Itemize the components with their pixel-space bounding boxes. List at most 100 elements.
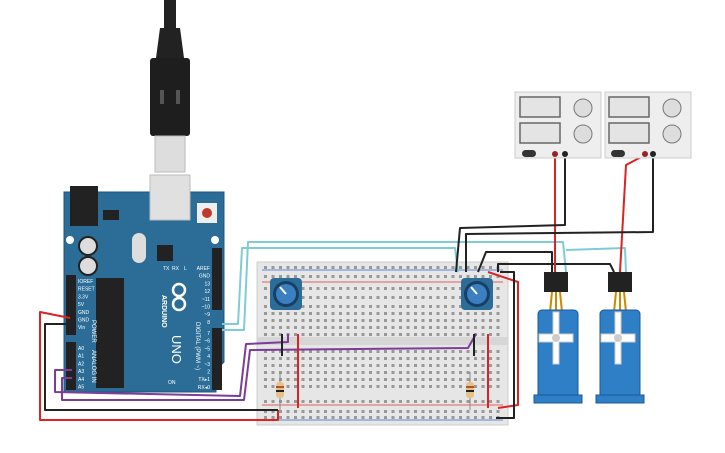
breadboard-hole[interactable]	[324, 364, 327, 367]
breadboard-hole[interactable]	[376, 371, 380, 374]
breadboard-hole[interactable]	[436, 410, 440, 413]
breadboard-hole[interactable]	[391, 400, 395, 403]
breadboard-hole[interactable]	[384, 287, 387, 290]
breadboard-hole[interactable]	[354, 371, 357, 374]
breadboard-hole[interactable]	[271, 410, 275, 413]
breadboard-hole[interactable]	[346, 364, 350, 367]
breadboard-hole[interactable]	[451, 296, 455, 299]
breadboard-hole[interactable]	[414, 378, 417, 381]
breadboard-hole[interactable]	[324, 296, 327, 299]
breadboard-hole[interactable]	[346, 410, 350, 413]
breadboard-hole[interactable]	[271, 275, 275, 278]
breadboard-hole[interactable]	[391, 385, 395, 388]
breadboard-hole[interactable]	[324, 371, 327, 374]
breadboard-hole[interactable]	[466, 319, 470, 322]
breadboard-hole[interactable]	[406, 287, 410, 290]
breadboard-hole[interactable]	[264, 357, 267, 360]
breadboard-hole[interactable]	[316, 364, 320, 367]
breadboard-hole[interactable]	[391, 410, 395, 413]
breadboard-hole[interactable]	[316, 410, 320, 413]
breadboard-hole[interactable]	[406, 326, 410, 329]
breadboard-hole[interactable]	[429, 296, 432, 299]
breadboard-hole[interactable]	[436, 287, 440, 290]
breadboard-hole[interactable]	[361, 312, 365, 315]
breadboard-hole[interactable]	[391, 416, 395, 419]
breadboard-hole[interactable]	[384, 350, 387, 353]
breadboard-hole[interactable]	[286, 266, 290, 269]
breadboard-hole[interactable]	[264, 378, 267, 381]
breadboard-hole[interactable]	[354, 333, 357, 336]
breadboard-hole[interactable]	[339, 312, 342, 315]
breadboard-hole[interactable]	[489, 385, 492, 388]
breadboard-hole[interactable]	[331, 326, 335, 329]
breadboard-hole[interactable]	[361, 333, 365, 336]
breadboard-hole[interactable]	[271, 357, 275, 360]
breadboard-hole[interactable]	[414, 326, 417, 329]
breadboard-hole[interactable]	[474, 350, 477, 353]
breadboard-hole[interactable]	[444, 319, 447, 322]
breadboard-hole[interactable]	[391, 333, 395, 336]
breadboard-hole[interactable]	[391, 326, 395, 329]
power-supply-1[interactable]	[514, 91, 602, 159]
breadboard-hole[interactable]	[406, 266, 410, 269]
breadboard-hole[interactable]	[279, 410, 282, 413]
breadboard-hole[interactable]	[451, 378, 455, 381]
breadboard-hole[interactable]	[354, 416, 357, 419]
breadboard-hole[interactable]	[369, 385, 372, 388]
breadboard-hole[interactable]	[339, 333, 342, 336]
breadboard-hole[interactable]	[354, 296, 357, 299]
breadboard-hole[interactable]	[361, 364, 365, 367]
breadboard-hole[interactable]	[451, 287, 455, 290]
breadboard-hole[interactable]	[309, 312, 312, 315]
breadboard-hole[interactable]	[354, 312, 357, 315]
breadboard-hole[interactable]	[384, 371, 387, 374]
breadboard-hole[interactable]	[496, 371, 500, 374]
breadboard-hole[interactable]	[496, 364, 500, 367]
breadboard-hole[interactable]	[331, 357, 335, 360]
breadboard-hole[interactable]	[301, 364, 305, 367]
breadboard-hole[interactable]	[286, 326, 290, 329]
breadboard-hole[interactable]	[331, 378, 335, 381]
breadboard-hole[interactable]	[474, 319, 477, 322]
breadboard-hole[interactable]	[496, 410, 500, 413]
breadboard-hole[interactable]	[481, 333, 485, 336]
breadboard-hole[interactable]	[436, 400, 440, 403]
breadboard-hole[interactable]	[339, 296, 342, 299]
breadboard-hole[interactable]	[331, 371, 335, 374]
breadboard-hole[interactable]	[444, 364, 447, 367]
breadboard-hole[interactable]	[496, 385, 500, 388]
breadboard-hole[interactable]	[406, 312, 410, 315]
breadboard-hole[interactable]	[301, 385, 305, 388]
breadboard-hole[interactable]	[406, 296, 410, 299]
breadboard-hole[interactable]	[406, 364, 410, 367]
breadboard-hole[interactable]	[451, 385, 455, 388]
breadboard-hole[interactable]	[459, 296, 462, 299]
breadboard-hole[interactable]	[429, 364, 432, 367]
breadboard-hole[interactable]	[489, 400, 492, 403]
breadboard-hole[interactable]	[294, 410, 297, 413]
breadboard-hole[interactable]	[436, 371, 440, 374]
breadboard-hole[interactable]	[301, 400, 305, 403]
breadboard-hole[interactable]	[301, 410, 305, 413]
breadboard-hole[interactable]	[301, 333, 305, 336]
breadboard-hole[interactable]	[459, 350, 462, 353]
breadboard-hole[interactable]	[414, 371, 417, 374]
breadboard-hole[interactable]	[384, 275, 387, 278]
breadboard-hole[interactable]	[489, 266, 492, 269]
breadboard-hole[interactable]	[279, 312, 282, 315]
breadboard-hole[interactable]	[429, 266, 432, 269]
breadboard-hole[interactable]	[421, 371, 425, 374]
breadboard-hole[interactable]	[466, 312, 470, 315]
breadboard-hole[interactable]	[316, 400, 320, 403]
breadboard-hole[interactable]	[294, 385, 297, 388]
breadboard-hole[interactable]	[459, 364, 462, 367]
breadboard-hole[interactable]	[474, 416, 477, 419]
breadboard-hole[interactable]	[309, 371, 312, 374]
breadboard-hole[interactable]	[324, 326, 327, 329]
breadboard-hole[interactable]	[264, 364, 267, 367]
breadboard-hole[interactable]	[324, 275, 327, 278]
breadboard-hole[interactable]	[466, 266, 470, 269]
breadboard-hole[interactable]	[286, 357, 290, 360]
breadboard-hole[interactable]	[451, 371, 455, 374]
breadboard-hole[interactable]	[459, 326, 462, 329]
